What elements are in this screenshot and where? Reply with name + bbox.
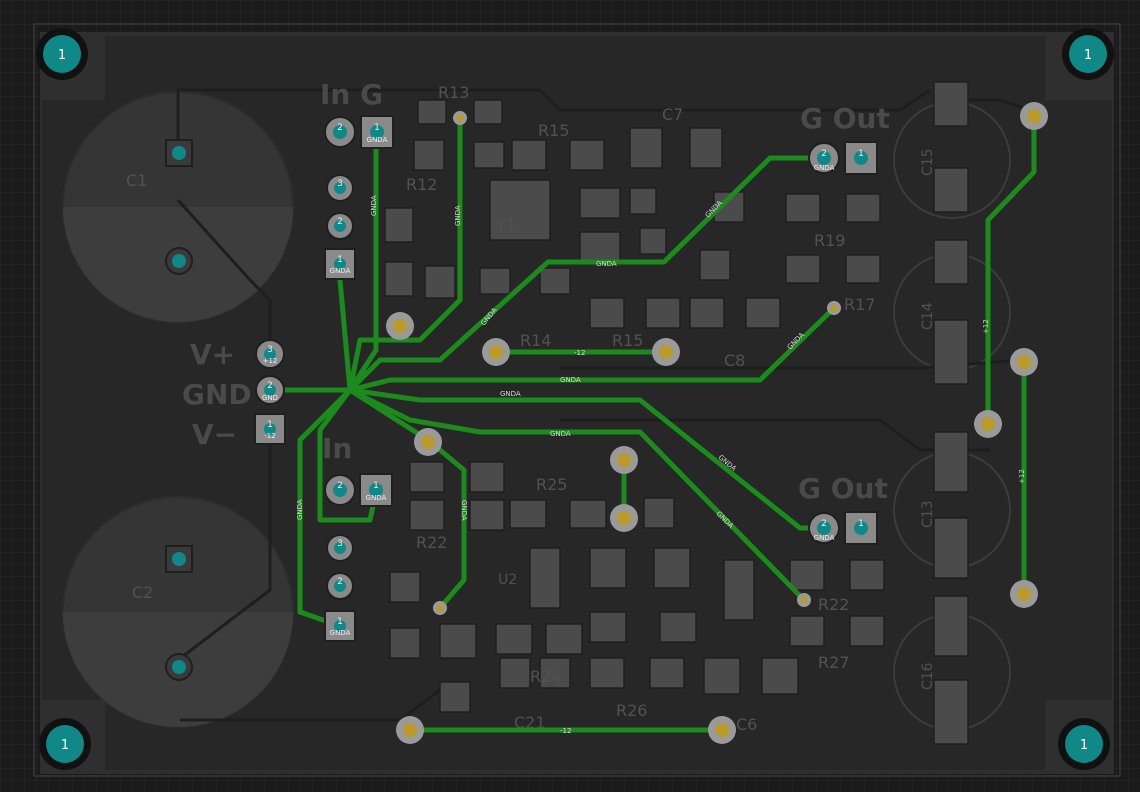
svg-text:R17: R17 — [844, 295, 875, 314]
svg-text:R14: R14 — [520, 331, 551, 350]
svg-text:GND: GND — [262, 394, 278, 402]
svg-text:-12: -12 — [574, 349, 585, 357]
svg-text:R24: R24 — [530, 667, 561, 686]
svg-text:U2: U2 — [498, 572, 517, 588]
svg-text:2: 2 — [337, 577, 343, 587]
svg-text:+12: +12 — [263, 357, 278, 365]
label-v-plus: V+ — [190, 338, 235, 371]
svg-text:GNDA: GNDA — [370, 195, 378, 216]
svg-text:1: 1 — [267, 420, 273, 430]
connector-in-top-b[interactable]: 3 2 1 GNDA — [324, 174, 356, 280]
label-in-top: In G — [320, 78, 383, 111]
connector-out-top[interactable]: 2 GNDA 1 — [808, 141, 878, 175]
mount-hole-bottom-right[interactable]: 1 — [1058, 718, 1110, 770]
svg-text:1: 1 — [337, 255, 343, 265]
svg-text:2: 2 — [267, 381, 273, 391]
svg-text:GNDA: GNDA — [560, 376, 581, 384]
svg-text:GNDA: GNDA — [330, 629, 351, 637]
label-out-bottom: G Out — [798, 472, 888, 505]
svg-text:GNDA: GNDA — [454, 205, 462, 226]
svg-text:1: 1 — [58, 48, 66, 63]
svg-text:Y1: Y1 — [495, 215, 516, 234]
svg-text:C21: C21 — [514, 713, 546, 732]
svg-text:1: 1 — [858, 149, 864, 159]
capacitor-c2[interactable]: C2 — [62, 496, 294, 728]
connector-out-bottom[interactable]: 2 GNDA 1 — [808, 511, 878, 545]
svg-text:1: 1 — [337, 617, 343, 627]
mount-hole-top-left[interactable]: 1 — [36, 28, 88, 80]
svg-text:1: 1 — [374, 123, 380, 133]
mount-hole-top-right[interactable]: 1 — [1062, 28, 1114, 80]
ref-c14: C14 — [920, 302, 936, 330]
svg-text:-12: -12 — [264, 432, 275, 440]
svg-text:R26: R26 — [616, 701, 647, 720]
svg-text:3: 3 — [267, 345, 273, 355]
svg-text:GNDA: GNDA — [814, 534, 835, 542]
svg-text:R13: R13 — [438, 83, 469, 102]
ref-c1: C1 — [126, 171, 147, 190]
ref-c2: C2 — [132, 583, 153, 602]
ref-c15: C15 — [920, 148, 936, 176]
label-v-minus: V− — [192, 418, 237, 451]
svg-text:GNDA: GNDA — [367, 136, 388, 144]
svg-text:1: 1 — [1084, 48, 1092, 63]
svg-text:GNDA: GNDA — [330, 267, 351, 275]
smd-pads — [384, 81, 969, 745]
svg-text:R12: R12 — [406, 175, 437, 194]
svg-text:1: 1 — [858, 519, 864, 529]
svg-text:3: 3 — [337, 539, 343, 549]
silkscreen: In G In G Out G Out V+ GND V− R13 R12 R1… — [182, 78, 890, 734]
svg-text:2: 2 — [821, 519, 827, 529]
connector-in-top[interactable]: 2 1 GNDA — [324, 115, 394, 149]
svg-text:-12: -12 — [560, 727, 571, 735]
copper-pour — [42, 36, 1112, 770]
svg-text:R27: R27 — [818, 653, 849, 672]
svg-text:1: 1 — [1080, 738, 1088, 753]
cap-c1-pads[interactable] — [165, 139, 193, 275]
svg-text:+12: +12 — [982, 319, 990, 334]
svg-text:GNDA: GNDA — [366, 494, 387, 502]
svg-text:GNDA: GNDA — [460, 500, 468, 521]
svg-text:GNDA: GNDA — [500, 390, 521, 398]
svg-text:+12: +12 — [1018, 469, 1026, 484]
label-gnd: GND — [182, 378, 252, 411]
svg-text:C6: C6 — [736, 715, 757, 734]
svg-text:R15: R15 — [612, 331, 643, 350]
svg-text:GNDA: GNDA — [814, 164, 835, 172]
cap-c2-pads[interactable] — [165, 545, 193, 681]
svg-text:R22: R22 — [416, 533, 447, 552]
svg-text:GNDA: GNDA — [596, 260, 617, 268]
board-edge — [33, 23, 1121, 777]
svg-text:R15: R15 — [538, 121, 569, 140]
svg-text:GNDA: GNDA — [550, 430, 571, 438]
mount-hole-bottom-left[interactable]: 1 — [39, 718, 91, 770]
connector-in-bottom[interactable]: 2 1 GNDA — [324, 473, 393, 507]
connector-power[interactable]: 3 +12 2 GND 1 -12 — [254, 339, 286, 445]
connector-in-bottom-b[interactable]: 3 2 1 GNDA — [324, 534, 356, 642]
svg-text:2: 2 — [821, 149, 827, 159]
svg-text:3: 3 — [337, 179, 343, 189]
svg-text:GNDA: GNDA — [296, 499, 304, 520]
ref-c16: C16 — [920, 662, 936, 690]
svg-text:C7: C7 — [662, 105, 683, 124]
label-in-bottom: In — [322, 432, 352, 465]
vias — [386, 102, 1048, 744]
capacitor-c1[interactable]: C1 — [62, 91, 294, 323]
svg-text:2: 2 — [337, 481, 343, 491]
svg-text:R25: R25 — [536, 475, 567, 494]
ref-c13: C13 — [920, 500, 936, 528]
svg-text:2: 2 — [337, 123, 343, 133]
svg-text:1: 1 — [61, 738, 69, 753]
label-out-top: G Out — [800, 102, 890, 135]
svg-text:R19: R19 — [814, 231, 845, 250]
svg-text:C8: C8 — [724, 351, 745, 370]
svg-text:2: 2 — [337, 217, 343, 227]
svg-text:1: 1 — [373, 481, 379, 491]
svg-text:R22: R22 — [818, 595, 849, 614]
